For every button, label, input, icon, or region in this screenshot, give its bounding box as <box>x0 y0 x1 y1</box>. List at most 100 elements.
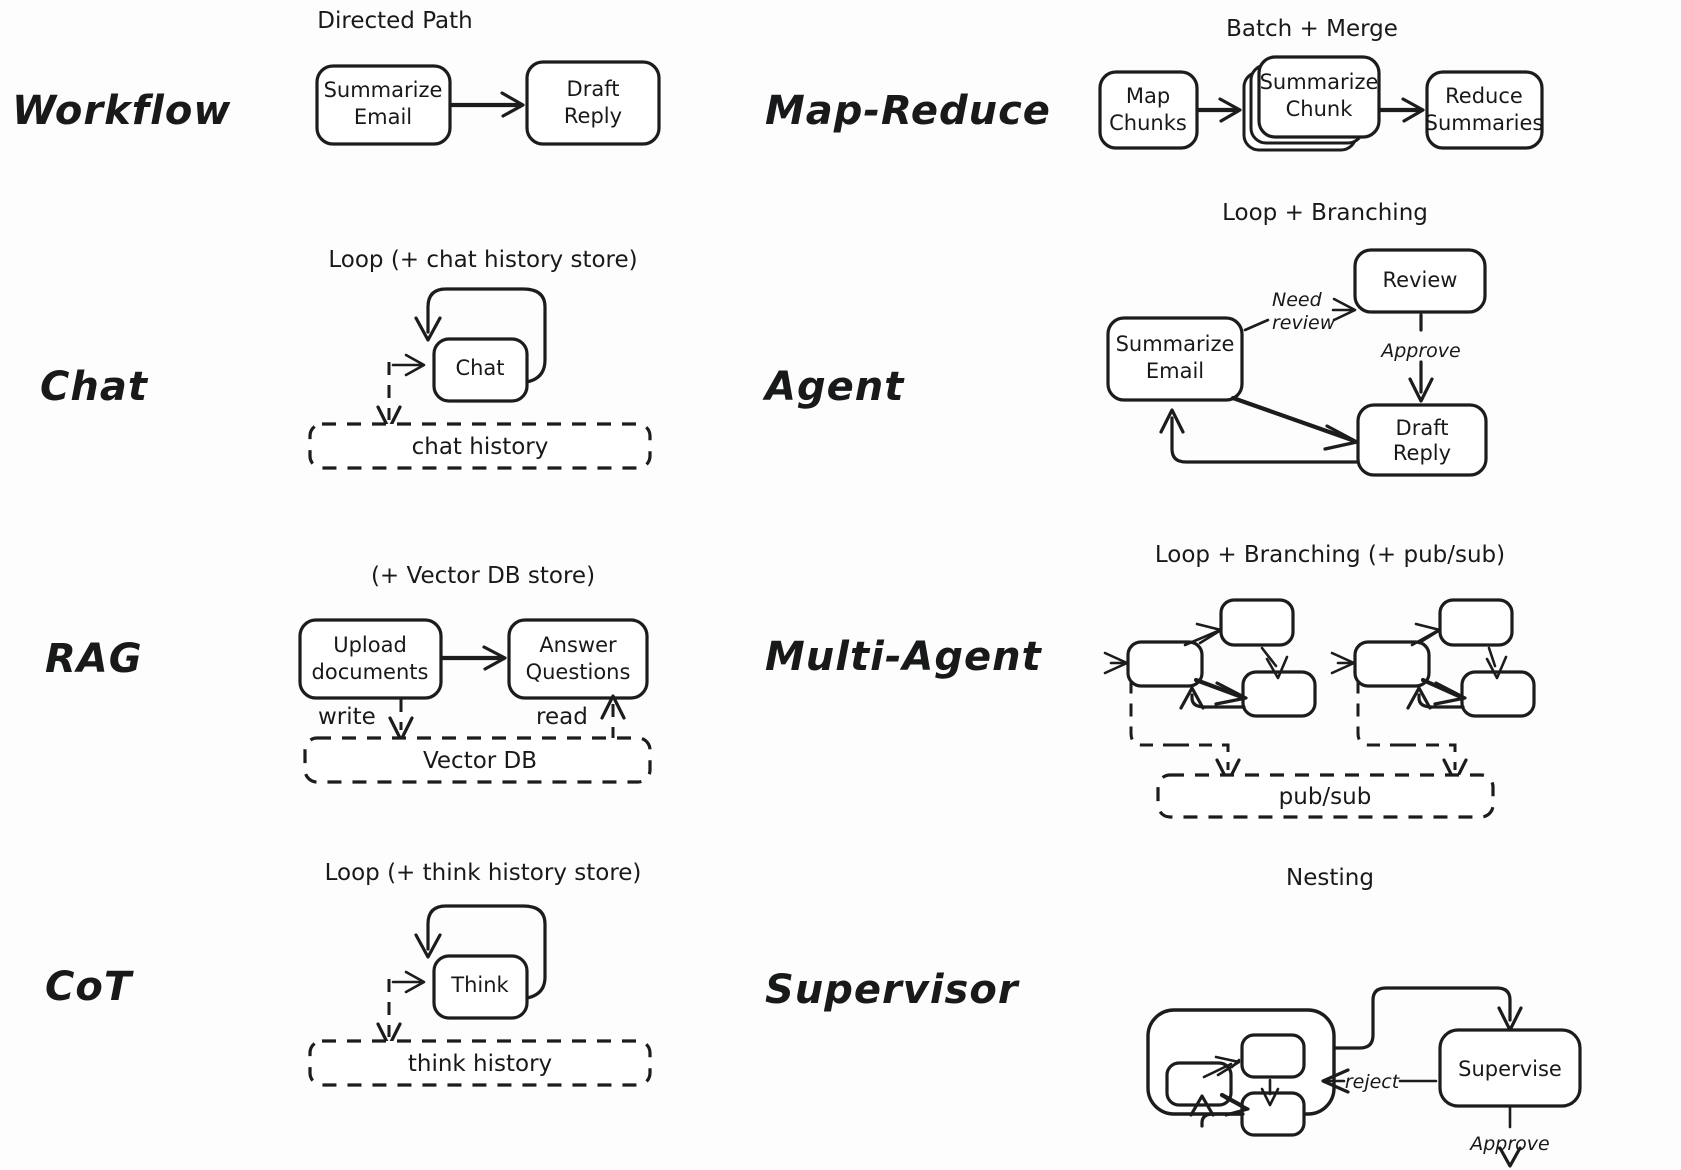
edge-rag-1 <box>440 645 507 671</box>
edge-a-dashed-loop-in <box>1103 651 1176 747</box>
node-line-2: Chunk <box>1286 97 1354 121</box>
node-think[interactable]: Think <box>432 954 529 1020</box>
node-draft-reply-agent[interactable]: Draft Reply <box>1356 403 1488 477</box>
caption-batch-merge: Batch + Merge <box>1226 16 1398 42</box>
node-chat[interactable]: Chat <box>432 337 529 403</box>
edge-label-write: write <box>318 704 376 730</box>
edge-label-reject: reject <box>1345 1071 1401 1093</box>
edge-a-left-to-top <box>1183 622 1223 647</box>
edge-nested-left-to-top <box>1202 1055 1241 1079</box>
edge-label-read: read <box>536 704 588 730</box>
edge-mapreduce-2 <box>1378 97 1425 123</box>
self-loop-chat <box>414 287 547 385</box>
store-chat-history[interactable]: chat history <box>308 422 652 470</box>
node-reduce-summaries[interactable]: Reduce Summaries <box>1425 70 1544 150</box>
row-label-map-reduce: Map-Reduce <box>765 88 1051 134</box>
edge-label-line-2: review <box>1272 312 1336 334</box>
node-line-2: documents <box>312 660 429 684</box>
node-line-2: Email <box>354 105 412 129</box>
edge-approve-agent: Approve <box>1379 313 1461 403</box>
edge-write-to-vector-db: write <box>318 699 414 742</box>
node-label: Think <box>450 973 509 997</box>
node-cluster-b-top[interactable] <box>1438 598 1514 647</box>
row-label-workflow: Workflow <box>12 88 231 134</box>
agent-cluster-a <box>1103 598 1317 784</box>
row-label-cot: CoT <box>45 964 134 1010</box>
row-label-supervisor: Supervisor <box>765 967 1020 1013</box>
edge-label-approve: Approve <box>1468 1133 1550 1155</box>
node-upload-documents[interactable]: Upload documents <box>298 618 443 700</box>
node-draft-reply-workflow[interactable]: Draft Reply <box>525 60 661 146</box>
edge-a-left-to-right <box>1193 677 1248 706</box>
store-think-history[interactable]: think history <box>308 1039 652 1087</box>
caption-vector-db-store: (+ Vector DB store) <box>371 563 595 589</box>
caption-agent-loop-branching: Loop + Branching <box>1222 200 1428 226</box>
store-pubsub[interactable]: pub/sub <box>1156 773 1495 819</box>
store-label: chat history <box>412 434 549 460</box>
edge-approve-supervisor: Approve <box>1468 1106 1550 1168</box>
edge-nested-bottom-back-to-left <box>1189 1094 1245 1128</box>
node-review[interactable]: Review <box>1353 248 1487 314</box>
caption-nesting: Nesting <box>1286 865 1374 891</box>
node-line-2: Questions <box>526 660 631 684</box>
node-label: Chat <box>455 356 504 380</box>
caption-multiagent: Loop + Branching (+ pub/sub) <box>1155 542 1505 568</box>
node-summarize-email-agent[interactable]: Summarize Email <box>1106 316 1244 402</box>
node-cluster-b-left[interactable] <box>1353 640 1431 688</box>
node-line-1: Upload <box>333 633 407 657</box>
node-line-2: Reply <box>1393 441 1451 465</box>
caption-directed-path: Directed Path <box>317 8 472 34</box>
row-label-multi-agent: Multi-Agent <box>765 634 1043 680</box>
edge-read-from-vector-db: read <box>536 694 626 740</box>
node-summarize-chunk-stack[interactable]: Summarize Chunk <box>1242 55 1381 152</box>
edge-b-left-to-right <box>1420 677 1467 706</box>
node-line-1: Summarize <box>1260 70 1379 94</box>
edge-b-right-back-to-left <box>1406 686 1465 710</box>
node-line-1: Draft <box>1396 416 1449 440</box>
row-label-chat: Chat <box>40 364 149 410</box>
node-line-2: Chunks <box>1109 111 1187 135</box>
node-cluster-a-top[interactable] <box>1219 598 1295 647</box>
node-line-1: Reduce <box>1445 84 1523 108</box>
node-label: Supervise <box>1458 1057 1562 1081</box>
edge-draft-back-to-summarize <box>1159 408 1359 464</box>
node-cluster-a-left[interactable] <box>1126 640 1204 688</box>
self-loop-think <box>414 904 547 1001</box>
edge-label-line-1: Need <box>1272 289 1323 311</box>
node-supervise[interactable]: Supervise <box>1438 1028 1582 1108</box>
node-line-1: Answer <box>539 633 617 657</box>
node-line-1: Summarize <box>1116 332 1235 356</box>
node-answer-questions[interactable]: Answer Questions <box>507 618 649 700</box>
node-map-chunks[interactable]: Map Chunks <box>1098 70 1199 150</box>
store-label: think history <box>408 1051 552 1077</box>
edge-need-review: Need review <box>1243 289 1357 334</box>
node-label: Review <box>1383 268 1458 292</box>
node-line-1: Summarize <box>324 78 443 102</box>
store-label: Vector DB <box>423 748 537 774</box>
edge-summarize-to-draft <box>1230 395 1359 451</box>
store-label: pub/sub <box>1279 784 1372 810</box>
node-summarize-email-workflow[interactable]: Summarize Email <box>315 64 452 146</box>
caption-cot-loop: Loop (+ think history store) <box>325 860 642 886</box>
node-line-2: Email <box>1146 359 1204 383</box>
edge-reject: reject <box>1321 1068 1438 1094</box>
edge-chat-history-in <box>376 353 426 431</box>
edge-label: Approve <box>1379 340 1461 362</box>
edge-mapreduce-1 <box>1196 97 1242 123</box>
edge-nested-top-to-bottom <box>1260 1078 1280 1107</box>
nested-node-top[interactable] <box>1240 1033 1306 1079</box>
node-cluster-a-right[interactable] <box>1241 670 1317 718</box>
store-vector-db[interactable]: Vector DB <box>303 736 652 784</box>
agent-cluster-b <box>1330 598 1536 784</box>
node-line-2: Reply <box>564 104 622 128</box>
nested-node-left[interactable] <box>1165 1061 1233 1107</box>
edge-workflow-1 <box>448 91 525 118</box>
node-line-1: Draft <box>567 77 620 101</box>
node-cluster-b-right[interactable] <box>1460 670 1536 718</box>
node-line-1: Map <box>1126 84 1170 108</box>
edge-b-left-to-top <box>1410 622 1442 647</box>
caption-chat-loop: Loop (+ chat history store) <box>328 247 637 273</box>
edge-a-top-to-right <box>1260 646 1289 680</box>
edge-b-top-to-right <box>1485 646 1508 680</box>
